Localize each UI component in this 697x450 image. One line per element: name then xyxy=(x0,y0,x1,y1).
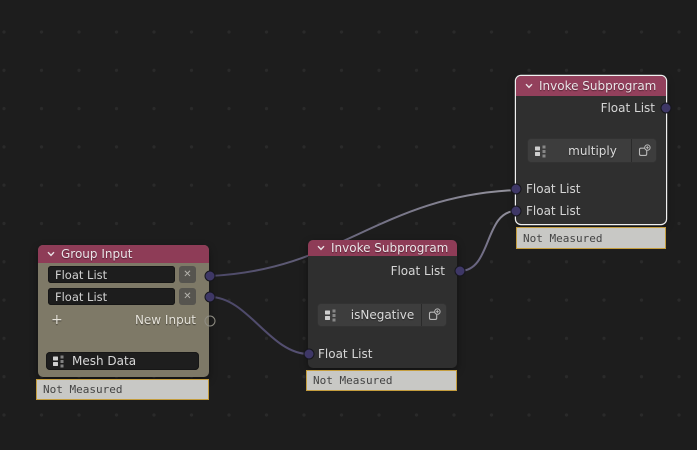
subprogram-icon xyxy=(528,139,554,162)
remove-input-button-1[interactable]: ✕ xyxy=(178,288,196,305)
new-subprogram-button[interactable] xyxy=(422,304,446,326)
socket-isnegative-input-float-list[interactable] xyxy=(303,348,315,360)
field-value: Float List xyxy=(55,289,108,304)
input-socket-label: Float List xyxy=(526,204,581,218)
mesh-data-button[interactable]: Mesh Data xyxy=(46,352,199,370)
multiply-timing-badge: Not Measured xyxy=(516,227,666,249)
socket-multiply-input-float-list-1[interactable] xyxy=(510,205,522,217)
wire-groupinput-to-multiply xyxy=(209,189,517,277)
output-socket-label: Float List xyxy=(600,101,655,115)
subprogram-name: isNegative xyxy=(350,308,415,322)
new-input-label[interactable]: New Input xyxy=(134,313,196,327)
socket-isnegative-output-float-list[interactable] xyxy=(454,265,466,277)
duplicate-subprogram-icon xyxy=(428,308,441,320)
chevron-down-icon[interactable] xyxy=(316,243,326,253)
socket-groupinput-new-input[interactable] xyxy=(204,315,216,327)
subprogram-select-button[interactable]: isNegative xyxy=(317,303,447,327)
mesh-data-label: Mesh Data xyxy=(72,354,137,368)
socket-groupinput-output-float-list-0[interactable] xyxy=(204,270,216,282)
remove-input-button-0[interactable]: ✕ xyxy=(178,266,196,283)
node-title: Invoke Subprogram xyxy=(539,79,657,93)
input-socket-label: Float List xyxy=(318,347,373,361)
node-invoke-multiply-header[interactable]: Invoke Subprogram xyxy=(516,76,666,96)
new-subprogram-button[interactable] xyxy=(632,139,656,162)
chevron-down-icon[interactable] xyxy=(524,81,534,91)
socket-multiply-input-float-list-0[interactable] xyxy=(510,183,522,195)
output-socket-label: Float List xyxy=(390,264,445,278)
node-invoke-isnegative-header[interactable]: Invoke Subprogram xyxy=(308,240,457,256)
field-value: Float List xyxy=(55,267,108,282)
subprogram-icon xyxy=(318,304,344,326)
node-group-input[interactable]: Group Input Float List ✕ Float List ✕ + … xyxy=(38,245,209,377)
socket-multiply-output-float-list[interactable] xyxy=(660,102,672,114)
group-input-timing-badge: Not Measured xyxy=(36,379,209,400)
chevron-down-icon[interactable] xyxy=(46,249,56,259)
subprogram-icon xyxy=(46,354,72,368)
node-group-input-header[interactable]: Group Input xyxy=(38,245,209,263)
isnegative-timing-badge: Not Measured xyxy=(306,370,457,391)
socket-groupinput-output-float-list-1[interactable] xyxy=(204,291,216,303)
input-socket-label: Float List xyxy=(526,182,581,196)
node-invoke-multiply[interactable]: Invoke Subprogram Float List multiply xyxy=(516,76,666,224)
wire-groupinput-to-isnegative xyxy=(209,296,310,355)
node-title: Group Input xyxy=(61,247,133,261)
node-title: Invoke Subprogram xyxy=(331,241,449,255)
wire-isnegative-to-multiply xyxy=(459,210,517,272)
remove-x-icon: ✕ xyxy=(183,290,192,302)
node-invoke-isnegative[interactable]: Invoke Subprogram Float List isNegative xyxy=(308,240,457,368)
group-input-field-1[interactable]: Float List xyxy=(48,288,175,305)
duplicate-subprogram-icon xyxy=(638,143,651,156)
remove-x-icon: ✕ xyxy=(183,268,192,280)
subprogram-name: multiply xyxy=(568,143,617,158)
plus-icon[interactable]: + xyxy=(51,312,63,328)
subprogram-select-button[interactable]: multiply xyxy=(527,138,657,163)
group-input-field-0[interactable]: Float List xyxy=(48,266,175,283)
